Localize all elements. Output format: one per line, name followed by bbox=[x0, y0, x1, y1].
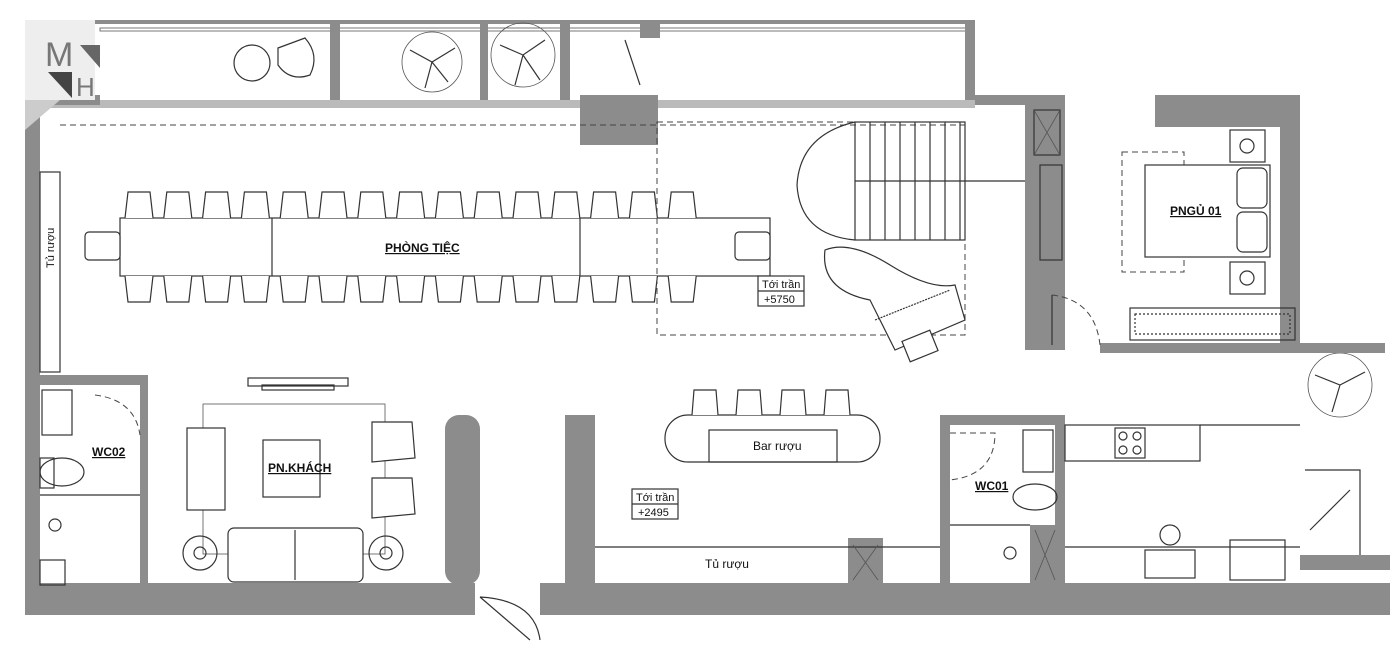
bar-label: Bar rượu bbox=[753, 439, 802, 453]
wine-cabinet-left: Tủ rượu bbox=[39, 171, 61, 373]
chair bbox=[163, 275, 193, 303]
chair bbox=[163, 191, 193, 219]
chair bbox=[318, 191, 348, 219]
chair bbox=[434, 275, 464, 303]
bar-stool bbox=[691, 389, 719, 416]
wine-cabinet-left-label: Tủ rượu bbox=[45, 228, 57, 268]
chair bbox=[512, 275, 542, 303]
chair bbox=[279, 191, 309, 219]
wc02 bbox=[39, 389, 141, 586]
chair bbox=[667, 191, 697, 219]
bedroom bbox=[1033, 109, 1296, 346]
chair bbox=[240, 275, 270, 303]
logo-letter-h: H bbox=[76, 72, 95, 102]
chair bbox=[396, 275, 426, 303]
svg-text:Tới trần: Tới trần bbox=[762, 279, 800, 291]
chair bbox=[551, 191, 581, 219]
staircase bbox=[656, 121, 1025, 336]
chair bbox=[628, 191, 658, 219]
chair bbox=[473, 275, 503, 303]
chair bbox=[473, 191, 503, 219]
room-label-wc01: WC01 bbox=[975, 479, 1009, 493]
logo: M H bbox=[25, 20, 100, 130]
chair bbox=[628, 275, 658, 303]
chair bbox=[202, 191, 232, 219]
wine-cabinet-bottom-label: Tủ rượu bbox=[705, 557, 749, 571]
piano bbox=[823, 246, 966, 363]
bar-counter bbox=[664, 389, 881, 463]
chair bbox=[202, 275, 232, 303]
room-label-banquet: PHÒNG TIỆC bbox=[385, 240, 460, 255]
chair bbox=[551, 275, 581, 303]
room-label-bedroom: PNGỦ 01 bbox=[1170, 203, 1222, 218]
chair bbox=[279, 275, 309, 303]
entrance-door bbox=[479, 596, 541, 641]
chair bbox=[512, 191, 542, 219]
chair bbox=[318, 275, 348, 303]
shaft-cross bbox=[852, 544, 879, 581]
room-label-living: PN.KHÁCH bbox=[268, 460, 331, 475]
tree-icon bbox=[401, 22, 1373, 418]
bar-stool bbox=[823, 389, 851, 416]
chair bbox=[124, 191, 154, 219]
kitchen bbox=[1064, 424, 1361, 581]
banquet-table bbox=[84, 191, 771, 303]
stairs-treads bbox=[869, 122, 961, 240]
living-room bbox=[182, 377, 416, 583]
chair bbox=[590, 191, 620, 219]
chair bbox=[124, 275, 154, 303]
room-label-wc02: WC02 bbox=[92, 445, 126, 459]
chair bbox=[590, 275, 620, 303]
chair bbox=[396, 191, 426, 219]
chair bbox=[434, 191, 464, 219]
bar-stool bbox=[735, 389, 763, 416]
wc01 bbox=[949, 429, 1058, 581]
ceiling-tag: Tới trần +5750 bbox=[757, 275, 805, 307]
balcony-top bbox=[95, 20, 975, 100]
svg-text:+5750: +5750 bbox=[764, 294, 795, 306]
chair bbox=[357, 275, 387, 303]
bar-stool bbox=[779, 389, 807, 416]
svg-text:+2495: +2495 bbox=[638, 507, 669, 519]
ceiling-tag: Tới trần +2495 bbox=[631, 488, 679, 520]
svg-text:Tới trần: Tới trần bbox=[636, 492, 674, 504]
chair bbox=[240, 191, 270, 219]
chair bbox=[667, 275, 697, 303]
chair bbox=[357, 191, 387, 219]
logo-letter-m: M bbox=[45, 36, 73, 74]
